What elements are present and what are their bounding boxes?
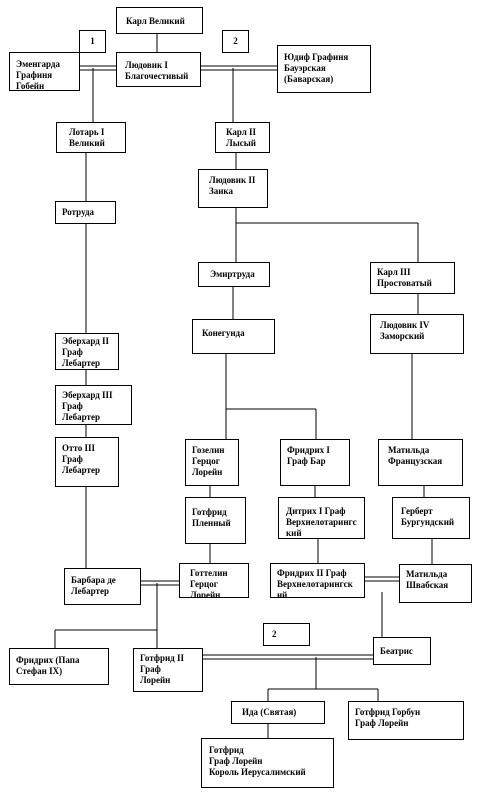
person-gerbert: Герберт Бургундский bbox=[392, 497, 470, 539]
marriage-number-2-lower-label: 2 bbox=[272, 629, 277, 639]
person-fridrih-1: Фридрих I Граф Бар bbox=[280, 439, 350, 486]
person-beatris: Беатрис bbox=[373, 637, 431, 665]
person-gozelin: Гозелин Герцог Лорейн bbox=[185, 439, 239, 486]
person-matilda-fr-name: Матильда Французская bbox=[388, 445, 443, 466]
marriage-number-1-label: 1 bbox=[90, 36, 95, 46]
person-gotfrid-2: Готфрид II Граф Лорейн bbox=[133, 648, 203, 692]
person-rotruda-name: Ротруда bbox=[62, 207, 95, 217]
person-ditrih-1: Дитрих I Граф Верхнелотарингс кий bbox=[278, 497, 365, 539]
person-emengarda: Эменгарда Графиня Гобейн bbox=[9, 52, 80, 91]
person-gotfrid-gorbun-name: Готфрид Горбун Граф Лорейн bbox=[355, 707, 421, 728]
person-ludovik-1-name: Людовик I Благочестивый bbox=[125, 60, 189, 81]
marriage-number-2-lower: 2 bbox=[263, 623, 310, 646]
person-karl-2: Карл II Лысый bbox=[215, 122, 270, 153]
person-fridrih-2-name: Фридрих II Граф Верхнелотарингск ий bbox=[277, 568, 353, 598]
person-lotar-1: Лотарь I Великий bbox=[56, 122, 126, 153]
person-yudif-name: Юдиф Графиня Бауэрская (Баварская) bbox=[284, 52, 349, 84]
person-otto-3-name: Отто III Граф Лебартер bbox=[62, 443, 100, 475]
person-gotfrid-gorbun: Готфрид Горбун Граф Лорейн bbox=[348, 701, 464, 740]
person-emengarda-name: Эменгарда Графиня Гобейн bbox=[16, 59, 60, 91]
person-gerbert-name: Герберт Бургундский bbox=[401, 506, 455, 527]
person-barbara-name: Барбара де Лебартер bbox=[71, 575, 116, 596]
person-ludovik-4-name: Людовик IV Заморский bbox=[380, 320, 430, 341]
person-emirtruda-name: Эмиртруда bbox=[210, 269, 255, 279]
person-eberhard-2: Эберхард II Граф Лебартер bbox=[55, 333, 119, 370]
person-matilda-fr: Матильда Французская bbox=[378, 439, 463, 486]
person-karl-2-name: Карл II Лысый bbox=[226, 127, 256, 148]
person-otto-3: Отто III Граф Лебартер bbox=[55, 437, 119, 487]
person-emirtruda: Эмиртруда bbox=[198, 262, 270, 287]
person-karl-veliky-name: Карл Великий bbox=[126, 16, 185, 26]
marriage-number-1: 1 bbox=[79, 30, 106, 53]
person-ludovik-1: Людовик I Благочестивый bbox=[116, 52, 201, 87]
person-fridrih-papa: Фридрих (Папа Стефан IX) bbox=[9, 648, 109, 685]
person-ida: Ида (Святая) bbox=[231, 701, 325, 724]
person-gotfrid-plenny-name: Готфрид Пленный bbox=[192, 507, 231, 528]
person-lotar-1-name: Лотарь I Великий bbox=[69, 127, 105, 148]
person-ditrih-1-name: Дитрих I Граф Верхнелотарингс кий bbox=[286, 506, 357, 538]
marriage-number-2-label: 2 bbox=[233, 36, 238, 46]
person-karl-3: Карл III Простоватый bbox=[370, 262, 455, 294]
person-karl-veliky: Карл Великий bbox=[116, 7, 203, 34]
person-karl-3-name: Карл III Простоватый bbox=[377, 267, 432, 288]
person-ludovik-2: Людовик II Заика bbox=[198, 169, 268, 208]
person-matilda-shv: Матильда Швабская bbox=[399, 564, 472, 603]
person-konegunda: Конегунда bbox=[192, 319, 275, 354]
marriage-number-2: 2 bbox=[222, 30, 249, 53]
person-matilda-shv-name: Матильда Швабская bbox=[406, 569, 449, 590]
person-ida-name: Ида (Святая) bbox=[242, 707, 297, 717]
person-beatris-name: Беатрис bbox=[380, 646, 413, 656]
person-eberhard-2-name: Эберхард II Граф Лебартер bbox=[62, 336, 110, 368]
person-gozelin-name: Гозелин Герцог Лорейн bbox=[192, 445, 225, 477]
person-eberhard-3-name: Эберхард III Граф Лебартер bbox=[62, 390, 113, 422]
person-yudif: Юдиф Графиня Бауэрская (Баварская) bbox=[277, 45, 371, 93]
person-gotfrid-korol: Готфрид Граф Лорейн Король Иерусалимский bbox=[201, 738, 334, 788]
person-gottelin: Готтелин Герцог Лорейн bbox=[179, 563, 249, 598]
person-ludovik-4: Людовик IV Заморский bbox=[370, 314, 464, 354]
person-fridrih-papa-name: Фридрих (Папа Стефан IX) bbox=[16, 655, 80, 676]
person-gotfrid-2-name: Готфрид II Граф Лорейн bbox=[140, 653, 184, 685]
person-ludovik-2-name: Людовик II Заика bbox=[209, 175, 256, 196]
person-gottelin-name: Готтелин Герцог Лорейн bbox=[190, 568, 228, 598]
person-eberhard-3: Эберхард III Граф Лебартер bbox=[55, 385, 132, 425]
person-fridrih-1-name: Фридрих I Граф Бар bbox=[287, 445, 330, 466]
person-rotruda: Ротруда bbox=[55, 201, 116, 224]
person-fridrih-2: Фридрих II Граф Верхнелотарингск ий bbox=[270, 563, 365, 598]
person-konegunda-name: Конегунда bbox=[202, 328, 245, 338]
person-gotfrid-korol-name: Готфрид Граф Лорейн Король Иерусалимский bbox=[209, 745, 306, 777]
person-gotfrid-plenny: Готфрид Пленный bbox=[185, 497, 246, 544]
person-barbara: Барбара де Лебартер bbox=[64, 568, 141, 605]
